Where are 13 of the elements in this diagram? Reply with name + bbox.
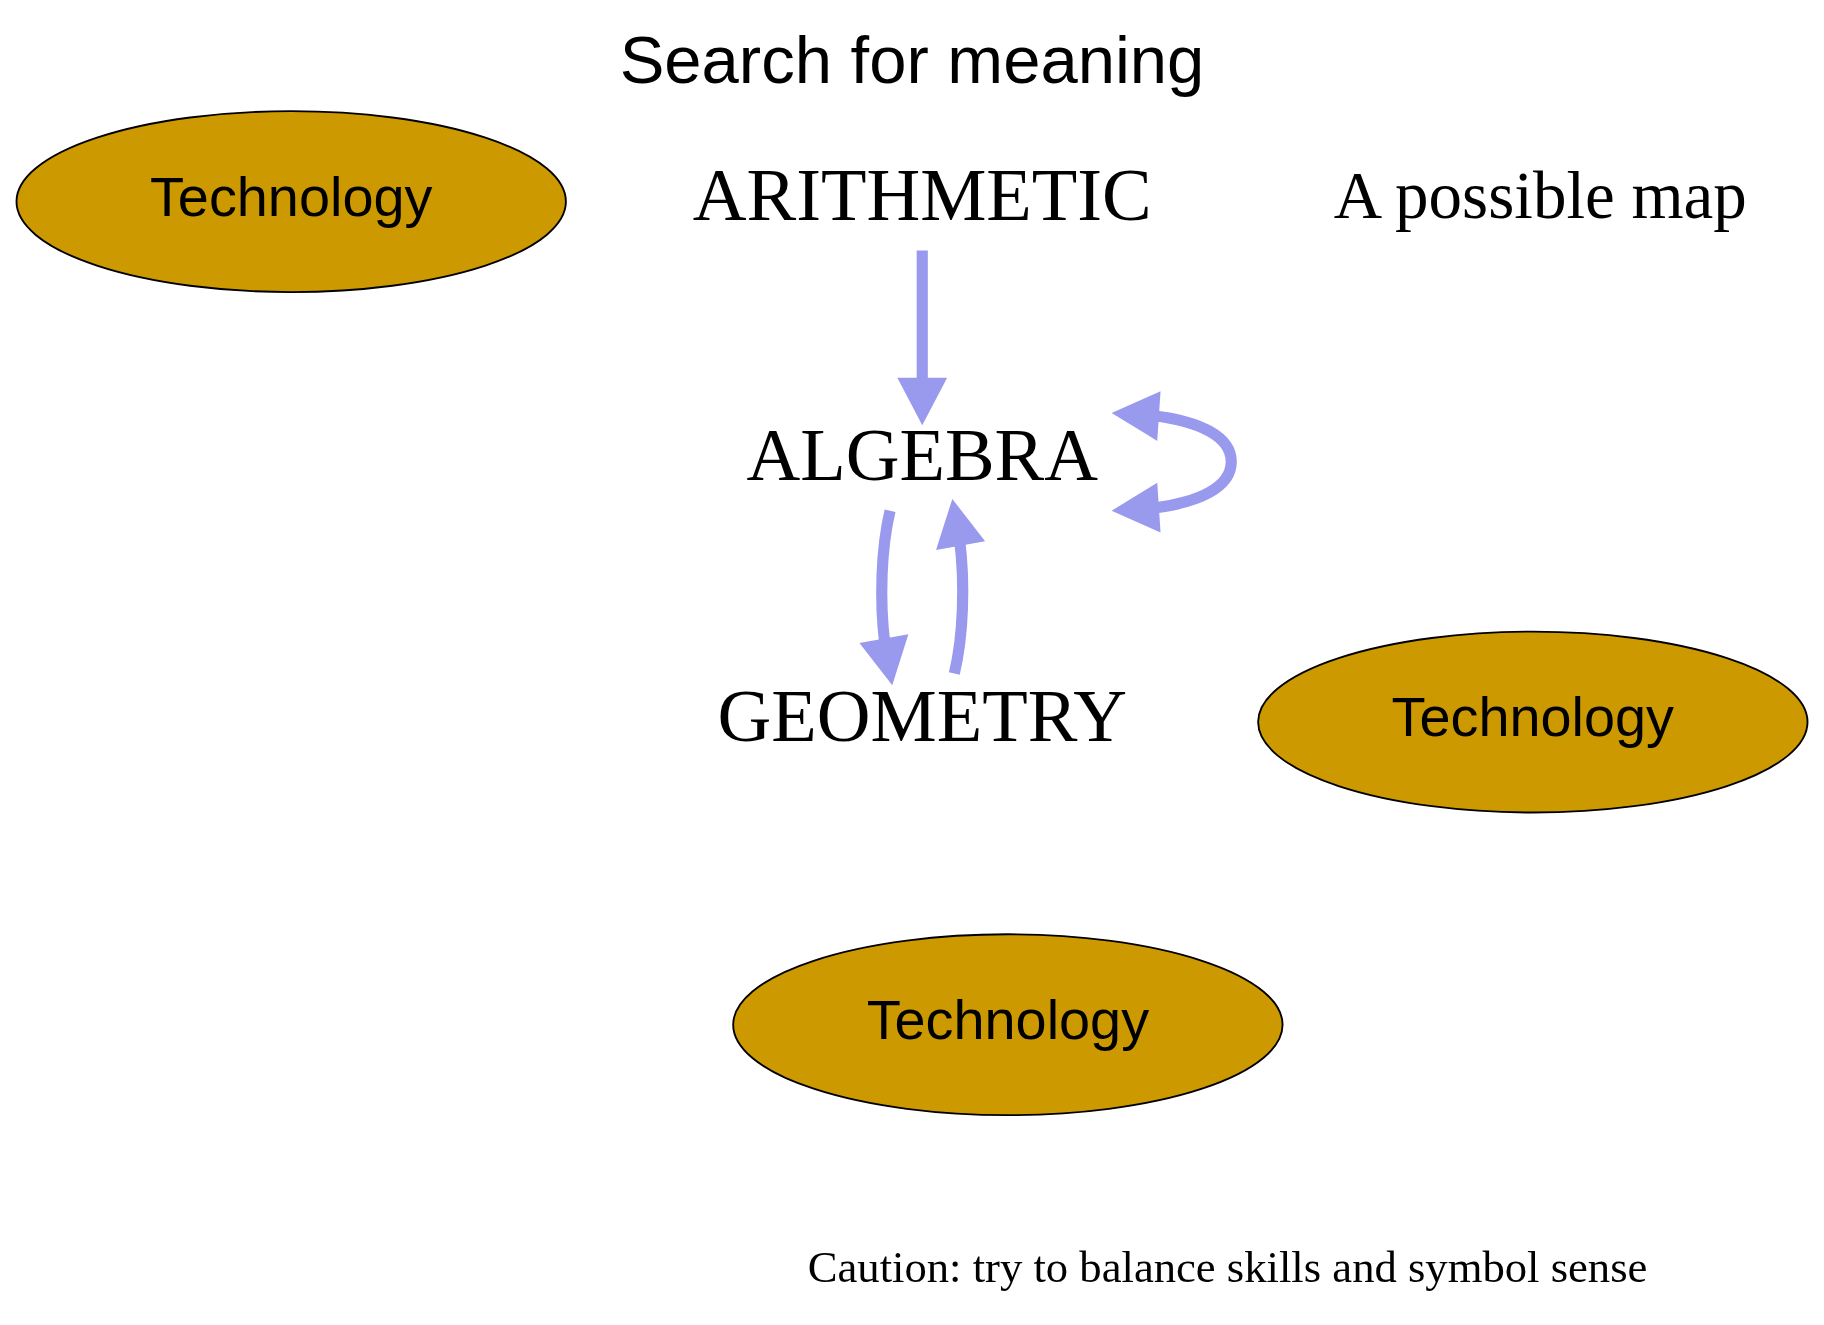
arrow (897, 250, 948, 426)
node-ellipse: Technology (732, 933, 1284, 1117)
arrow (1111, 391, 1237, 533)
diagram-title: Search for meaning (619, 21, 1205, 97)
node-ellipse: Technology (15, 110, 567, 293)
label: Caution: try to balance skills and symbol sense (807, 1241, 1648, 1292)
label: A possible map (1333, 158, 1747, 232)
node-text: ARITHMETIC (692, 154, 1152, 237)
node-text: GEOMETRY (717, 674, 1127, 757)
node-ellipse: Technology (1257, 630, 1809, 814)
node-text: ALGEBRA (746, 414, 1099, 497)
arrow (936, 498, 986, 675)
arrow (859, 509, 909, 686)
